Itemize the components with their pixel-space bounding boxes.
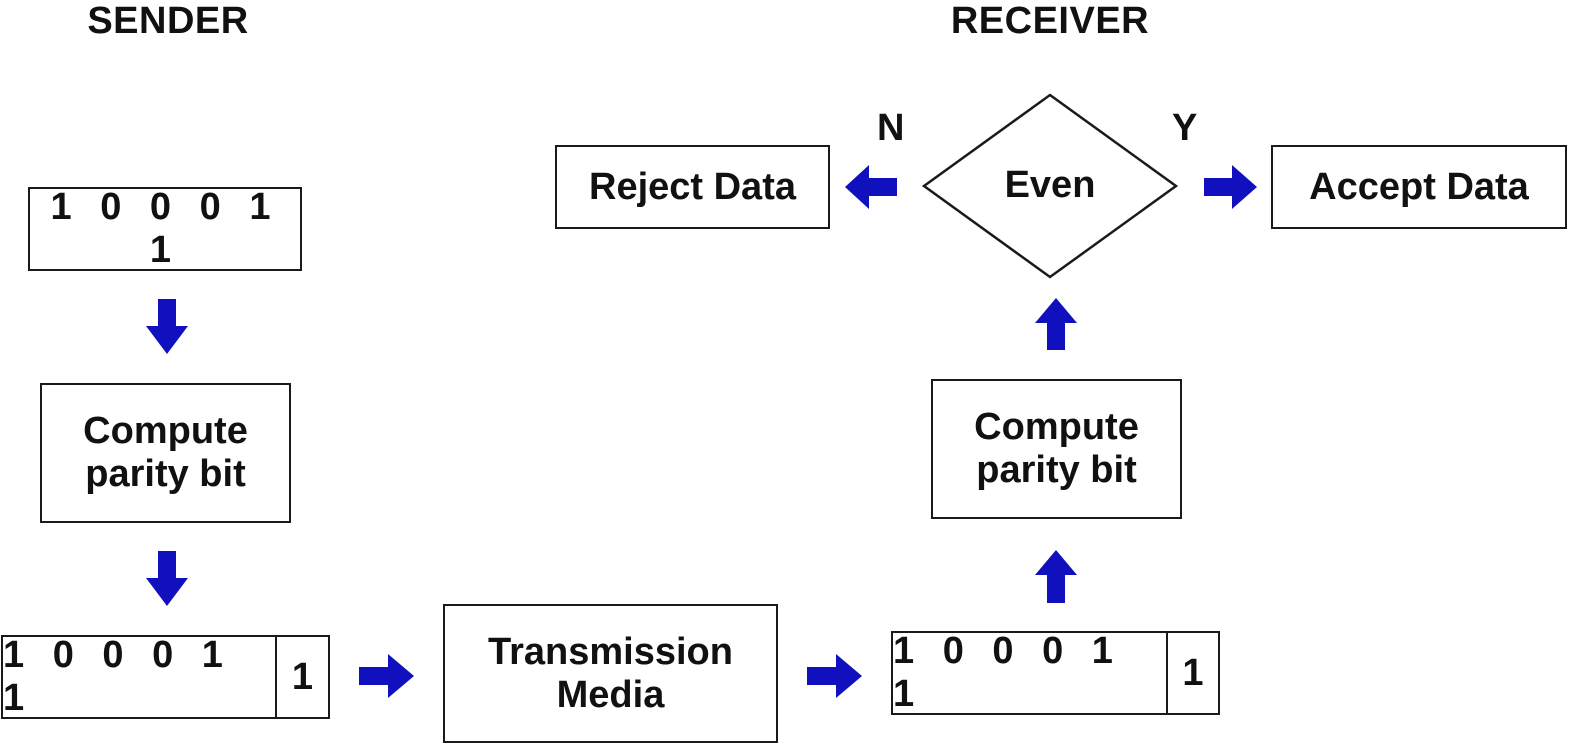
even-decision-diamond bbox=[921, 93, 1179, 279]
receiver-compute-line2: parity bit bbox=[976, 449, 1137, 491]
transmission-line1: Transmission bbox=[488, 630, 733, 673]
arrow-right-1 bbox=[359, 654, 414, 698]
receiver-input-bits: 1 0 0 0 1 1 bbox=[893, 630, 1122, 715]
arrow-left-reject bbox=[845, 165, 897, 209]
sender-compute-line1: Compute bbox=[83, 410, 248, 452]
sender-data-bits: 1 0 0 0 1 1 bbox=[50, 186, 280, 271]
sender-data-box: 1 0 0 0 1 1 bbox=[28, 186, 302, 271]
accept-data-box: Accept Data bbox=[1271, 145, 1567, 229]
arrow-down-1 bbox=[146, 299, 188, 354]
even-decision-label: Even bbox=[1004, 164, 1096, 206]
arrow-right-2 bbox=[807, 654, 862, 698]
receiver-input-box: 1 0 0 0 1 1 1 bbox=[891, 630, 1220, 715]
receiver-heading: RECEIVER bbox=[950, 0, 1150, 42]
receiver-input-parity: 1 bbox=[1168, 633, 1218, 713]
arrow-up-2 bbox=[1035, 298, 1077, 350]
sender-output-parity: 1 bbox=[277, 637, 328, 717]
sender-output-box: 1 0 0 0 1 1 1 bbox=[1, 634, 330, 719]
yes-branch-label: Y bbox=[1172, 107, 1198, 149]
transmission-line2: Media bbox=[556, 673, 665, 716]
receiver-input-data: 1 0 0 0 1 1 bbox=[893, 630, 1168, 715]
receiver-compute-line1: Compute bbox=[974, 406, 1139, 448]
sender-output-bits: 1 0 0 0 1 1 bbox=[3, 634, 232, 719]
reject-data-label: Reject Data bbox=[589, 165, 796, 208]
sender-heading: SENDER bbox=[87, 0, 249, 42]
no-branch-label: N bbox=[877, 107, 905, 149]
sender-compute-line2: parity bit bbox=[85, 453, 246, 495]
receiver-compute-box: Compute parity bit bbox=[931, 379, 1182, 519]
arrow-up-1 bbox=[1035, 550, 1077, 603]
reject-data-box: Reject Data bbox=[555, 145, 830, 229]
sender-parity-bit: 1 bbox=[291, 655, 314, 698]
sender-output-data: 1 0 0 0 1 1 bbox=[3, 634, 277, 719]
accept-data-label: Accept Data bbox=[1309, 165, 1529, 208]
receiver-parity-bit: 1 bbox=[1182, 651, 1204, 694]
sender-compute-box: Compute parity bit bbox=[40, 383, 291, 523]
transmission-media-box: Transmission Media bbox=[443, 604, 778, 743]
arrow-down-2 bbox=[146, 551, 188, 606]
arrow-right-accept bbox=[1204, 165, 1257, 209]
